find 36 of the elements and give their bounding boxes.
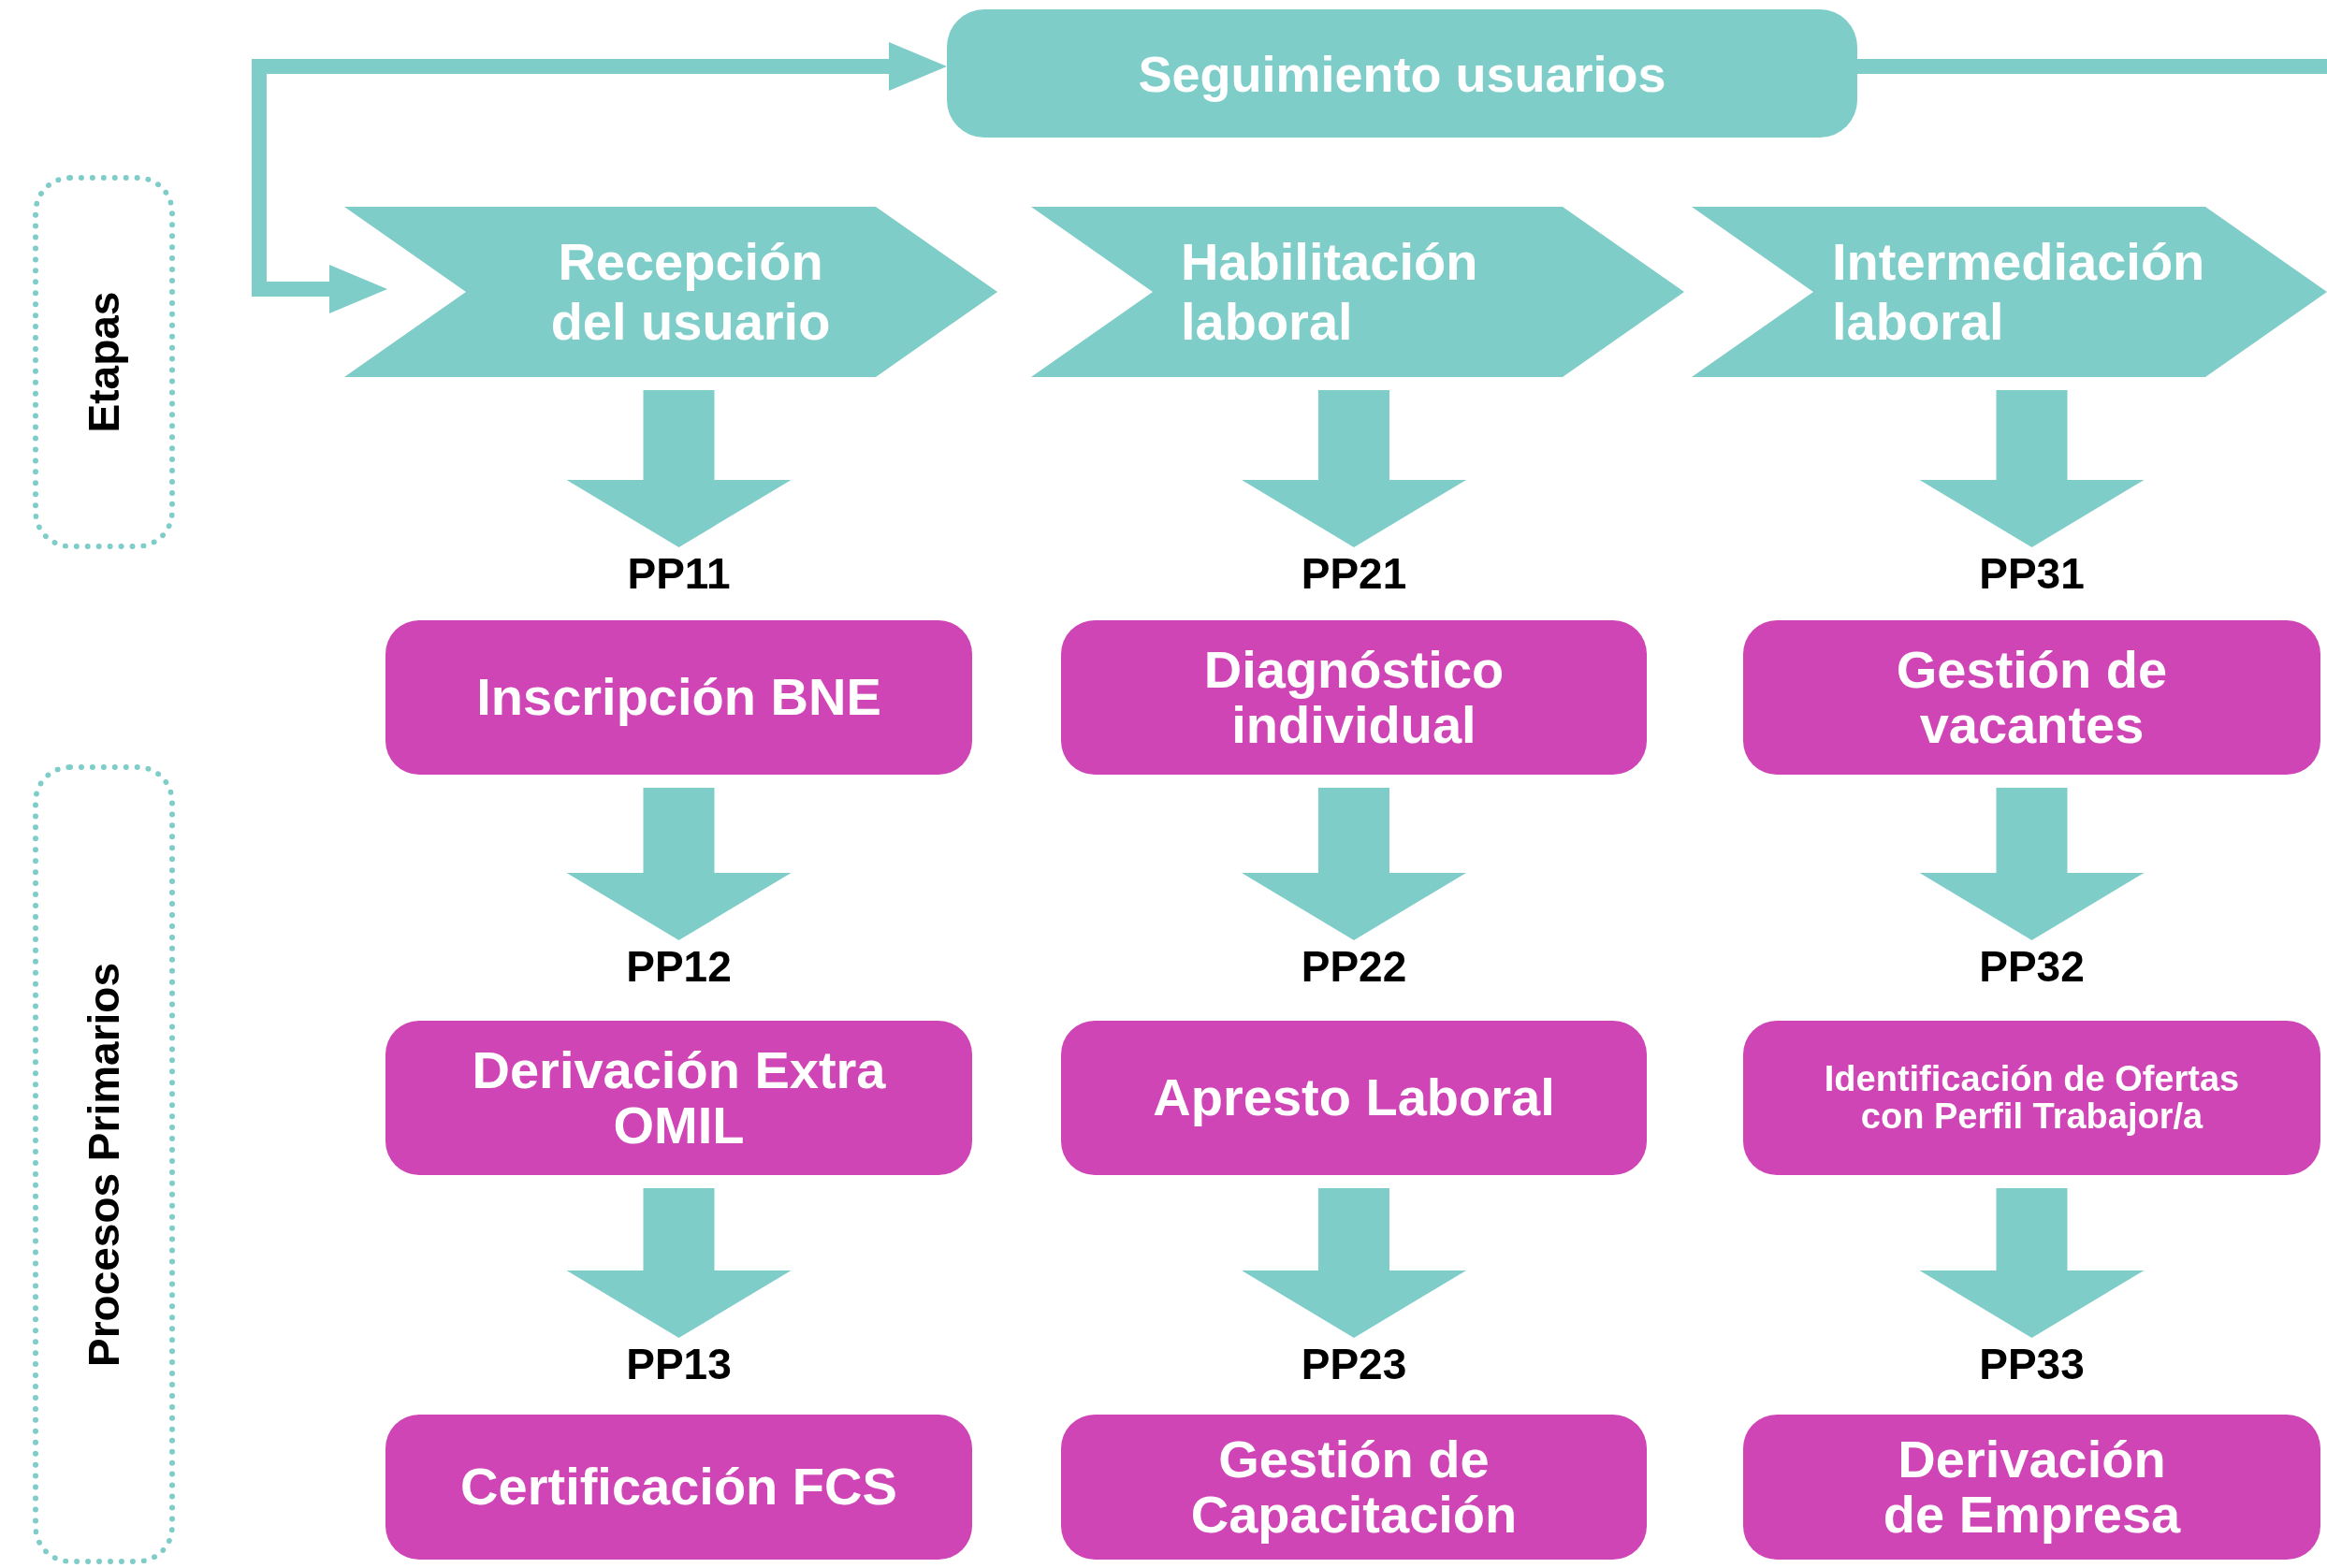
- process-box: Apresto Laboral: [1061, 1021, 1647, 1175]
- stage-label: Intermediación laboral: [1832, 231, 2206, 353]
- process-box: Gestión de vacantes: [1743, 620, 2320, 775]
- process-box: Certificación FCS: [385, 1415, 972, 1560]
- process-code: PP22: [1301, 941, 1407, 993]
- process-box: Identificación de Ofertas con Perfil Trabajor/a: [1743, 1021, 2320, 1175]
- arrow: [1242, 788, 1466, 940]
- arrow: [566, 390, 792, 547]
- process-box: Inscripción BNE: [385, 620, 972, 775]
- arrow: [1242, 390, 1466, 547]
- arrow: [1919, 788, 2145, 940]
- process-box: Derivación de Empresa: [1743, 1415, 2320, 1560]
- arrow: [1919, 1188, 2145, 1338]
- section-label: Procesos Primarios: [79, 962, 129, 1367]
- stage-label: Habilitación laboral: [1181, 231, 1479, 353]
- process-code: PP33: [1979, 1339, 2085, 1390]
- arrow: [566, 788, 792, 940]
- process-code: PP31: [1979, 548, 2085, 600]
- process-code: PP13: [626, 1339, 732, 1390]
- stage-label: Recepción del usuario: [549, 231, 832, 353]
- process-code: PP32: [1979, 941, 2085, 993]
- section-frame: [33, 175, 175, 549]
- arrow: [1242, 1188, 1466, 1338]
- section-frame: [33, 764, 175, 1564]
- section-label: Etapas: [79, 291, 129, 433]
- arrow: [252, 42, 947, 313]
- arrow: [1919, 390, 2145, 547]
- process-code: PP12: [626, 941, 732, 993]
- process-box: Derivación Extra OMIL: [385, 1021, 972, 1175]
- process-code: PP11: [627, 548, 731, 600]
- process-code: PP23: [1301, 1339, 1407, 1390]
- arrow: [566, 1188, 792, 1338]
- process-box: Diagnóstico individual: [1061, 620, 1647, 775]
- process-box: Gestión de Capacitación: [1061, 1415, 1647, 1560]
- process-code: PP21: [1301, 548, 1407, 600]
- process-box: Seguimiento usuarios: [947, 9, 1857, 138]
